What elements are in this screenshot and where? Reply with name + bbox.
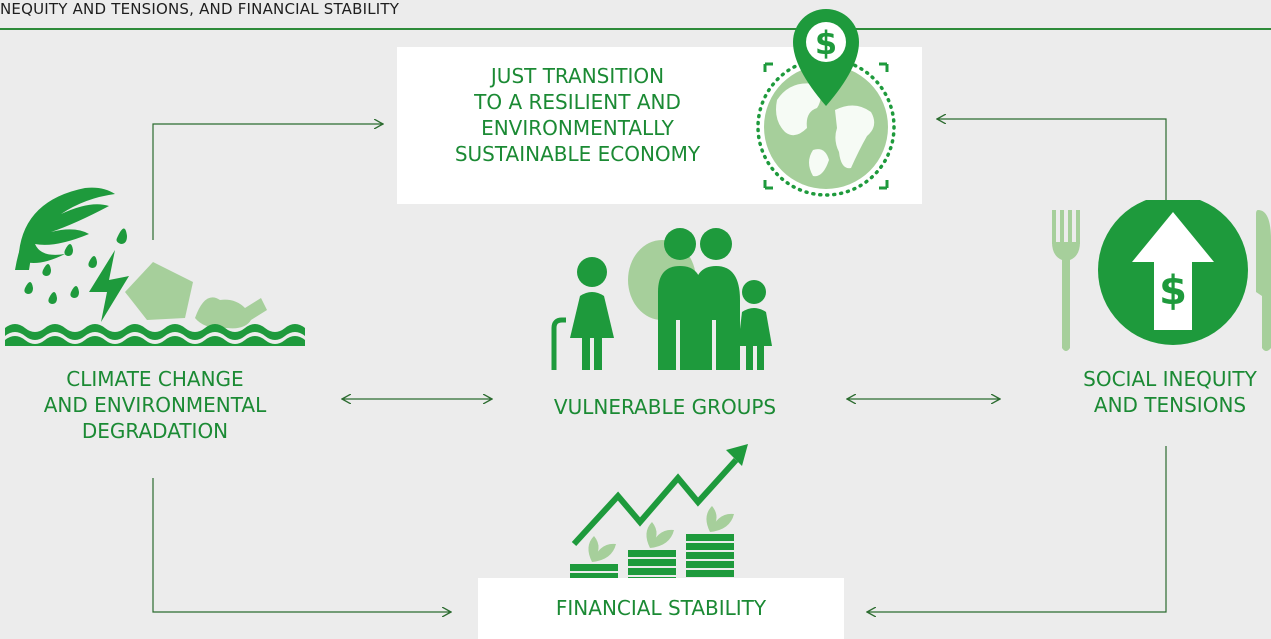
growing-coins-icon: [570, 444, 748, 584]
climate-label-line: AND ENVIRONMENTAL: [43, 393, 267, 417]
vulnerable-label: VULNERABLE GROUPS: [510, 394, 820, 420]
transition-label: JUST TRANSITION TO A RESILIENT AND ENVIR…: [410, 63, 745, 167]
header-title: NEQUITY AND TENSIONS, AND FINANCIAL STAB…: [0, 0, 400, 18]
social-label-line: SOCIAL INEQUITY: [1083, 367, 1257, 391]
arrow-climate-to-financial: [152, 478, 451, 612]
arrow-social-to-financial: [867, 446, 1167, 612]
arrow-climate-to-transition: [152, 124, 383, 240]
storm-flood-icon: [5, 187, 305, 346]
climate-label-line: DEGRADATION: [81, 419, 229, 443]
climate-label: CLIMATE CHANGE AND ENVIRONMENTAL DEGRADA…: [40, 366, 270, 444]
transition-label-line: TO A RESILIENT AND: [474, 90, 681, 114]
transition-label-line: SUSTAINABLE ECONOMY: [454, 142, 701, 166]
transition-label-line: JUST TRANSITION: [490, 64, 665, 88]
family-group-icon: [551, 228, 772, 370]
rising-food-price-icon: $: [1052, 200, 1271, 351]
climate-label-line: CLIMATE CHANGE: [66, 367, 244, 391]
header-rule: [0, 28, 1271, 30]
social-label-line: AND TENSIONS: [1093, 393, 1247, 417]
transition-label-line: ENVIRONMENTALLY: [481, 116, 674, 140]
financial-label: FINANCIAL STABILITY: [478, 595, 844, 621]
financial-label-line: FINANCIAL STABILITY: [555, 596, 767, 620]
social-label: SOCIAL INEQUITY AND TENSIONS: [1050, 366, 1271, 418]
vulnerable-label-line: VULNERABLE GROUPS: [553, 395, 777, 419]
price-dollar-sign: $: [1159, 268, 1187, 314]
globe-with-dollar-pin-icon: $: [756, 9, 896, 197]
arrow-social-to-transition: [937, 119, 1167, 200]
pin-dollar-sign: $: [815, 24, 837, 62]
financial-box: [478, 578, 844, 639]
